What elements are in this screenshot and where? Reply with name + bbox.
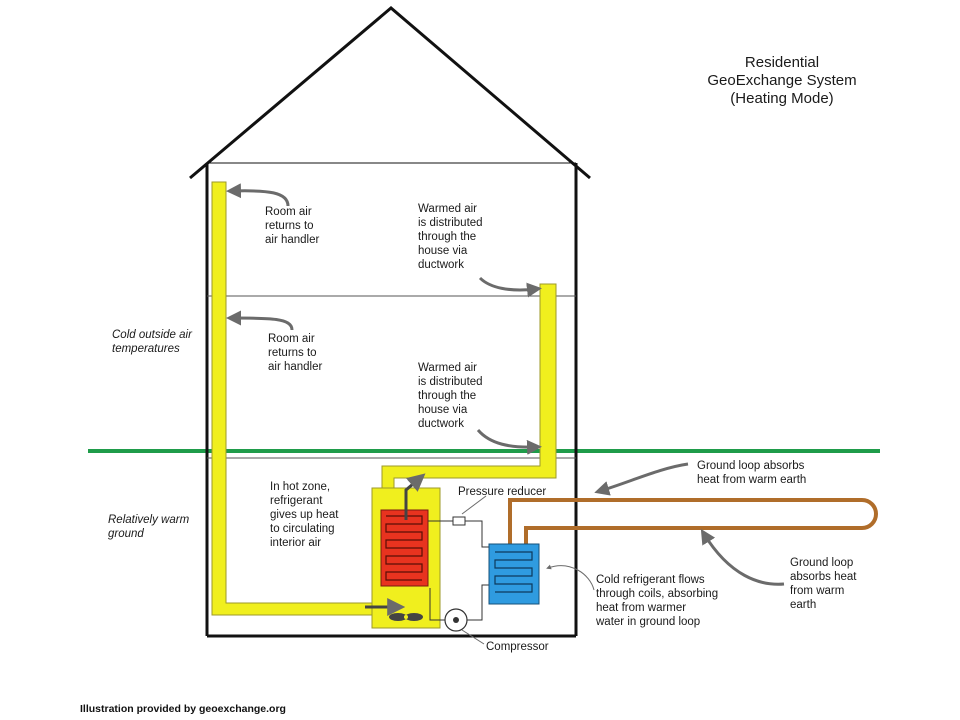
cold-coil: [488, 543, 540, 605]
label-compressor: Compressor: [486, 641, 549, 653]
callout-arrows: [226, 183, 785, 645]
label-ground-loop-right: Ground loop absorbs heat from warm earth: [790, 557, 857, 611]
label-ground-loop-top: Ground loop absorbs heat from warm earth: [697, 460, 807, 486]
ground-loop: [508, 498, 878, 585]
label-cold-outside: Cold outside air temperatures: [112, 329, 192, 355]
label-hot-zone: In hot zone, refrigerant gives up heat t…: [270, 481, 339, 549]
label-room-air-upper: Room air returns to air handler: [265, 206, 320, 246]
label-pressure-reducer: Pressure reducer: [458, 486, 547, 498]
air-handler: [365, 473, 441, 629]
illustration-credit: Illustration provided by geoexchange.org: [80, 703, 286, 715]
label-warmed-air-upper: Warmed air is distributed through the ho…: [418, 203, 483, 271]
label-warmed-air-lower: Warmed air is distributed through the ho…: [418, 362, 483, 430]
compressor: [444, 608, 468, 632]
diagram-title: Residential GeoExchange System (Heating …: [707, 54, 857, 107]
label-room-air-lower: Room air returns to air handler: [268, 333, 323, 373]
label-cold-refrigerant: Cold refrigerant flows through coils, ab…: [596, 574, 719, 628]
refrigerant-piping: [428, 516, 490, 621]
label-warm-ground: Relatively warm ground: [108, 514, 190, 540]
pressure-reducer-valve: [452, 516, 466, 526]
house-outline: [189, 6, 591, 638]
